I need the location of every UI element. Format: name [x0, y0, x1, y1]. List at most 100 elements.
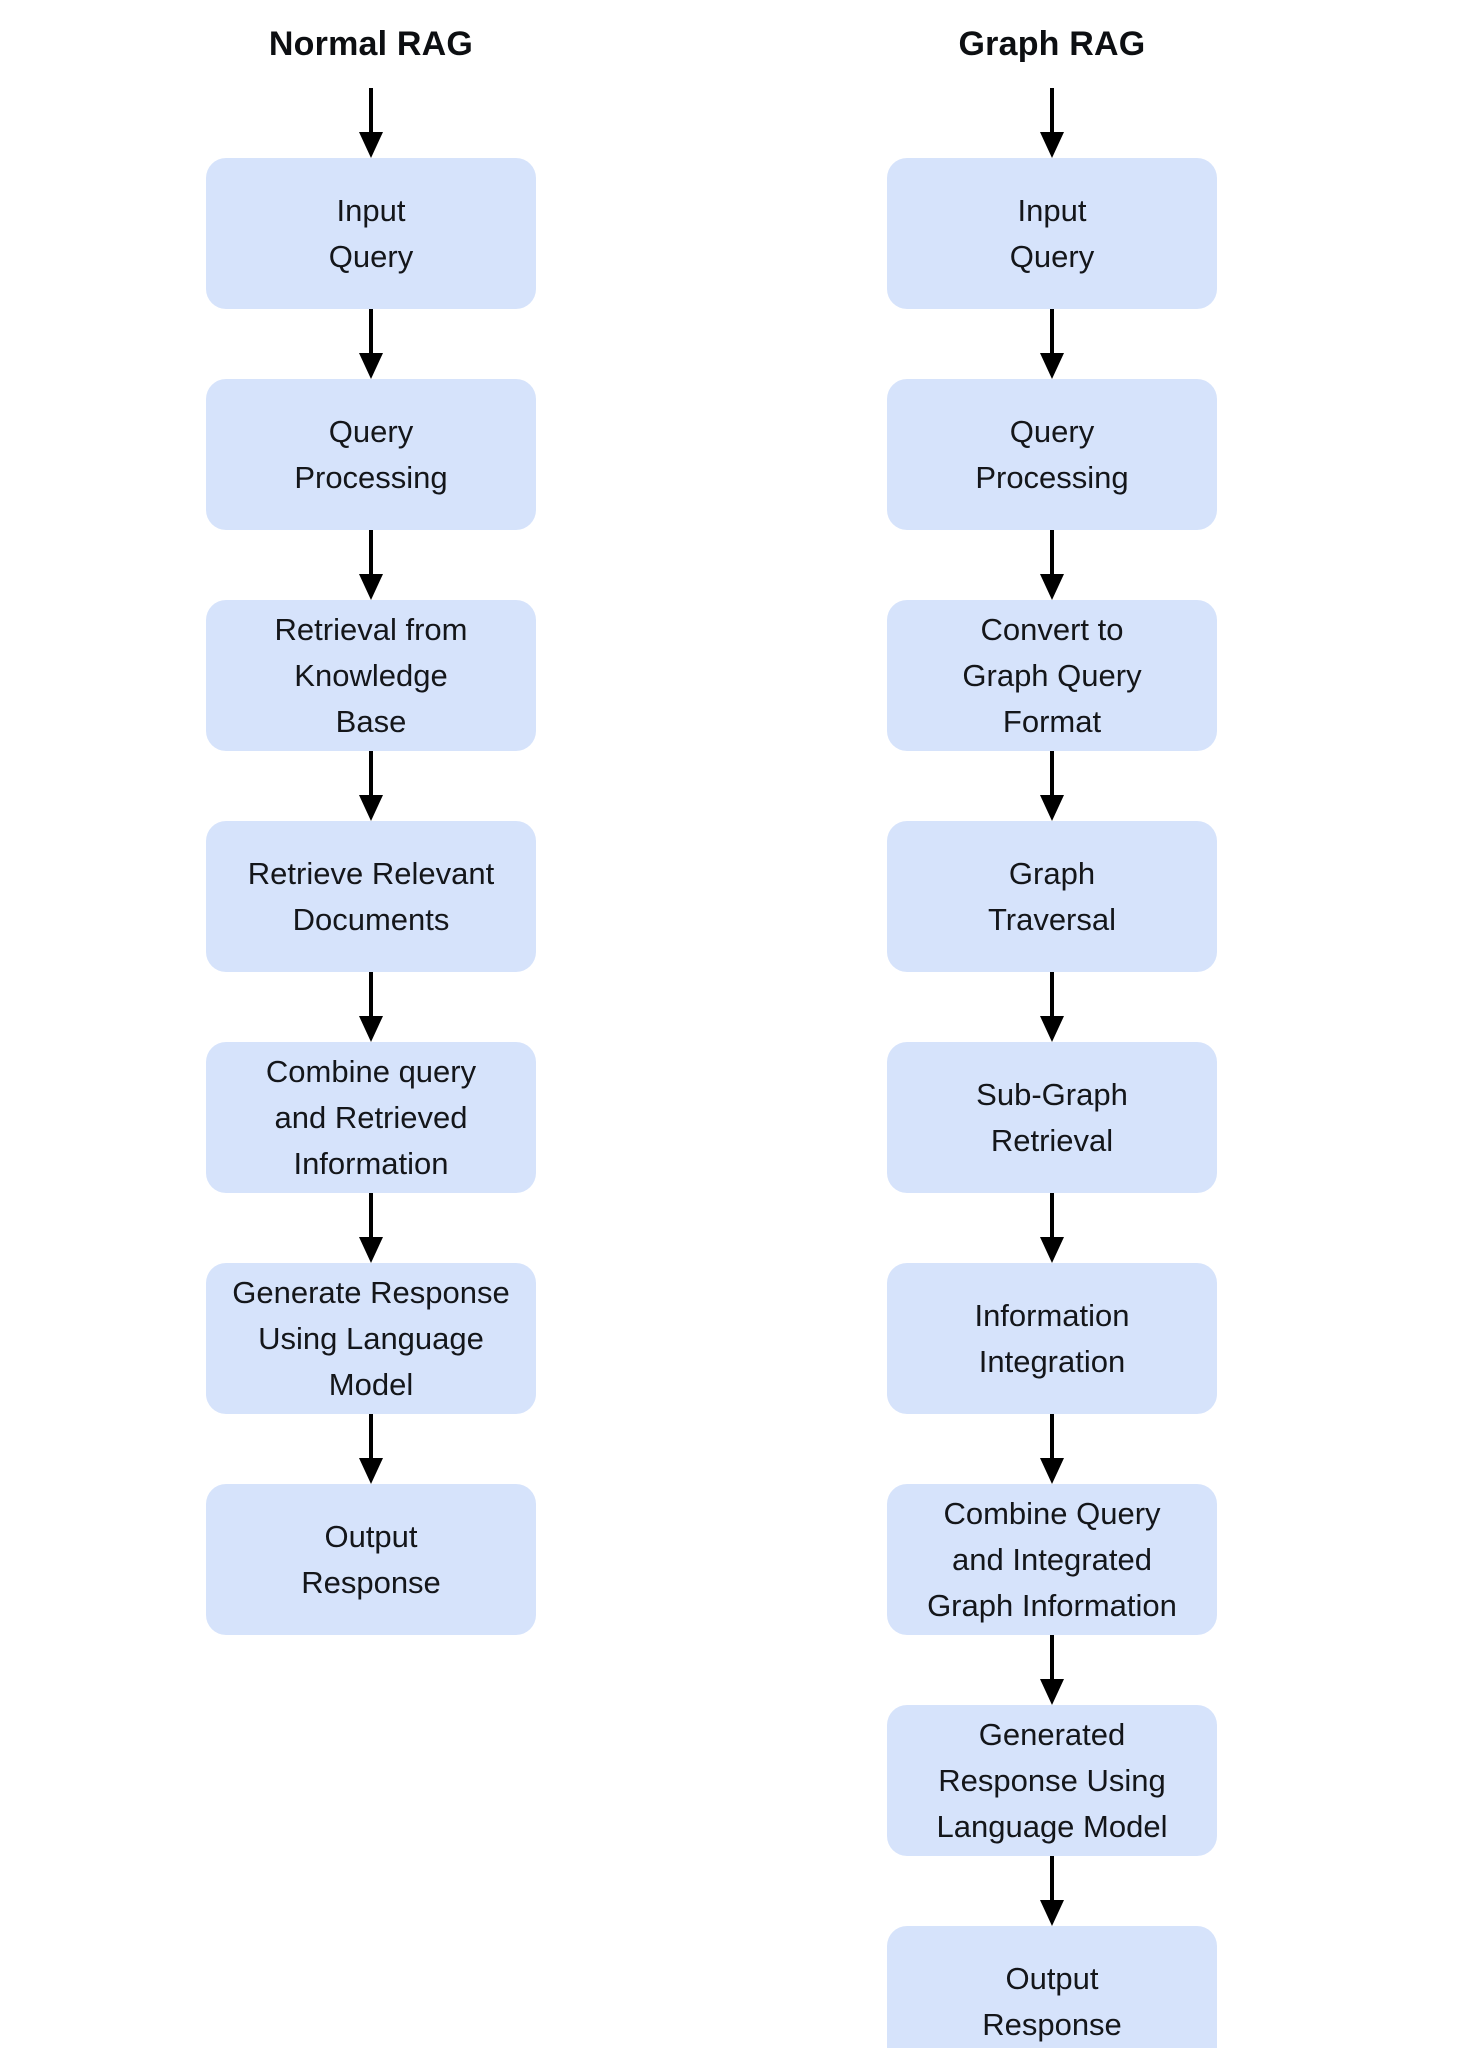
- flow-node-label: Input Query: [1009, 192, 1095, 274]
- arrow-head-icon: [1040, 353, 1064, 379]
- down-arrow: [206, 972, 536, 1042]
- arrow-line: [1050, 1856, 1054, 1900]
- flow-node: Output Response: [206, 1484, 536, 1635]
- arrow-line: [369, 88, 373, 132]
- down-arrow: [887, 1635, 1217, 1705]
- flow-node: Retrieve Relevant Documents: [206, 821, 536, 972]
- flow-step: Query Processing: [887, 309, 1217, 530]
- flow-node: Sub-Graph Retrieval: [887, 1042, 1217, 1193]
- arrow-head-icon: [1040, 1900, 1064, 1926]
- flow-node-label: Information Integration: [974, 1297, 1130, 1379]
- arrow-head-icon: [1040, 795, 1064, 821]
- arrow-line: [369, 751, 373, 795]
- arrow-head-icon: [359, 1237, 383, 1263]
- arrow-head-icon: [1040, 1237, 1064, 1263]
- flow-step: Graph Traversal: [887, 751, 1217, 972]
- flow-step: Generate Response Using Language Model: [206, 1193, 536, 1414]
- arrow-line: [1050, 1193, 1054, 1237]
- flow-node-label: Generate Response Using Language Model: [232, 1274, 510, 1402]
- graph-rag-node-list: Input Query Query Processing: [887, 88, 1217, 2048]
- flow-node-label: Generated Response Using Language Model: [936, 1716, 1168, 1844]
- arrow-head-icon: [359, 132, 383, 158]
- flow-step: Combine Query and Integrated Graph Infor…: [887, 1414, 1217, 1635]
- arrow-head-icon: [359, 1016, 383, 1042]
- flow-node-label: Graph Traversal: [987, 855, 1117, 937]
- arrow-head-icon: [1040, 1016, 1064, 1042]
- flow-node: Combine query and Retrieved Information: [206, 1042, 536, 1193]
- flow-node-label: Output Response: [301, 1518, 441, 1600]
- flow-node: Query Processing: [887, 379, 1217, 530]
- flow-step: Convert to Graph Query Format: [887, 530, 1217, 751]
- flow-step: Output Response: [206, 1414, 536, 1635]
- flow-node: Retrieval from Knowledge Base: [206, 600, 536, 751]
- flow-step: Output Response: [887, 1856, 1217, 2048]
- down-arrow: [206, 309, 536, 379]
- flow-step: Generated Response Using Language Model: [887, 1635, 1217, 1856]
- flow-step: Input Query: [206, 88, 536, 309]
- arrow-head-icon: [359, 353, 383, 379]
- flow-node: Convert to Graph Query Format: [887, 600, 1217, 751]
- arrow-head-icon: [1040, 132, 1064, 158]
- flow-node-label: Query Processing: [294, 413, 448, 495]
- arrow-line: [369, 1414, 373, 1458]
- arrow-line: [369, 530, 373, 574]
- flow-column-graph-rag: Graph RAG Input Query: [887, 0, 1217, 2048]
- flow-node-label: Retrieve Relevant Documents: [247, 855, 495, 937]
- column-title-normal-rag: Normal RAG: [268, 24, 474, 63]
- flow-node-label: Output Response: [982, 1960, 1122, 2042]
- arrow-line: [1050, 530, 1054, 574]
- flow-node: Query Processing: [206, 379, 536, 530]
- flow-node: Combine Query and Integrated Graph Infor…: [887, 1484, 1217, 1635]
- flow-node-label: Query Processing: [975, 413, 1129, 495]
- flow-step: Sub-Graph Retrieval: [887, 972, 1217, 1193]
- down-arrow: [887, 1414, 1217, 1484]
- arrow-head-icon: [1040, 574, 1064, 600]
- down-arrow: [206, 530, 536, 600]
- arrow-line: [1050, 1635, 1054, 1679]
- arrow-line: [369, 309, 373, 353]
- arrow-line: [1050, 309, 1054, 353]
- flow-node: Input Query: [887, 158, 1217, 309]
- arrow-line: [1050, 751, 1054, 795]
- arrow-line: [1050, 1414, 1054, 1458]
- normal-rag-node-list: Input Query Query Processing: [206, 88, 536, 1635]
- flow-node-label: Sub-Graph Retrieval: [976, 1076, 1128, 1158]
- arrow-head-icon: [359, 795, 383, 821]
- arrow-head-icon: [1040, 1458, 1064, 1484]
- arrow-line: [369, 972, 373, 1016]
- flow-step: Combine query and Retrieved Information: [206, 972, 536, 1193]
- flow-step: Information Integration: [887, 1193, 1217, 1414]
- flow-column-normal-rag: Normal RAG Input Query: [206, 0, 536, 1635]
- flow-node-label: Input Query: [328, 192, 414, 274]
- flow-step: Input Query: [887, 88, 1217, 309]
- flow-step: Retrieval from Knowledge Base: [206, 530, 536, 751]
- flow-node-label: Combine query and Retrieved Information: [265, 1053, 477, 1181]
- column-title-graph-rag: Graph RAG: [958, 24, 1146, 63]
- flow-node-label: Combine Query and Integrated Graph Infor…: [927, 1495, 1177, 1623]
- down-arrow: [206, 751, 536, 821]
- down-arrow: [887, 530, 1217, 600]
- flow-step: Retrieve Relevant Documents: [206, 751, 536, 972]
- down-arrow: [206, 88, 536, 158]
- arrow-head-icon: [1040, 1679, 1064, 1705]
- flow-node: Generated Response Using Language Model: [887, 1705, 1217, 1856]
- flow-step: Query Processing: [206, 309, 536, 530]
- down-arrow: [206, 1193, 536, 1263]
- down-arrow: [887, 1193, 1217, 1263]
- flow-node: Output Response: [887, 1926, 1217, 2048]
- down-arrow: [887, 309, 1217, 379]
- flow-node-label: Retrieval from Knowledge Base: [274, 611, 468, 739]
- flow-node: Information Integration: [887, 1263, 1217, 1414]
- down-arrow: [887, 972, 1217, 1042]
- arrow-line: [1050, 972, 1054, 1016]
- down-arrow: [206, 1414, 536, 1484]
- flow-node: Graph Traversal: [887, 821, 1217, 972]
- arrow-head-icon: [359, 574, 383, 600]
- down-arrow: [887, 88, 1217, 158]
- arrow-line: [1050, 88, 1054, 132]
- flow-node-label: Convert to Graph Query Format: [962, 611, 1142, 739]
- flow-node: Input Query: [206, 158, 536, 309]
- down-arrow: [887, 751, 1217, 821]
- flow-node: Generate Response Using Language Model: [206, 1263, 536, 1414]
